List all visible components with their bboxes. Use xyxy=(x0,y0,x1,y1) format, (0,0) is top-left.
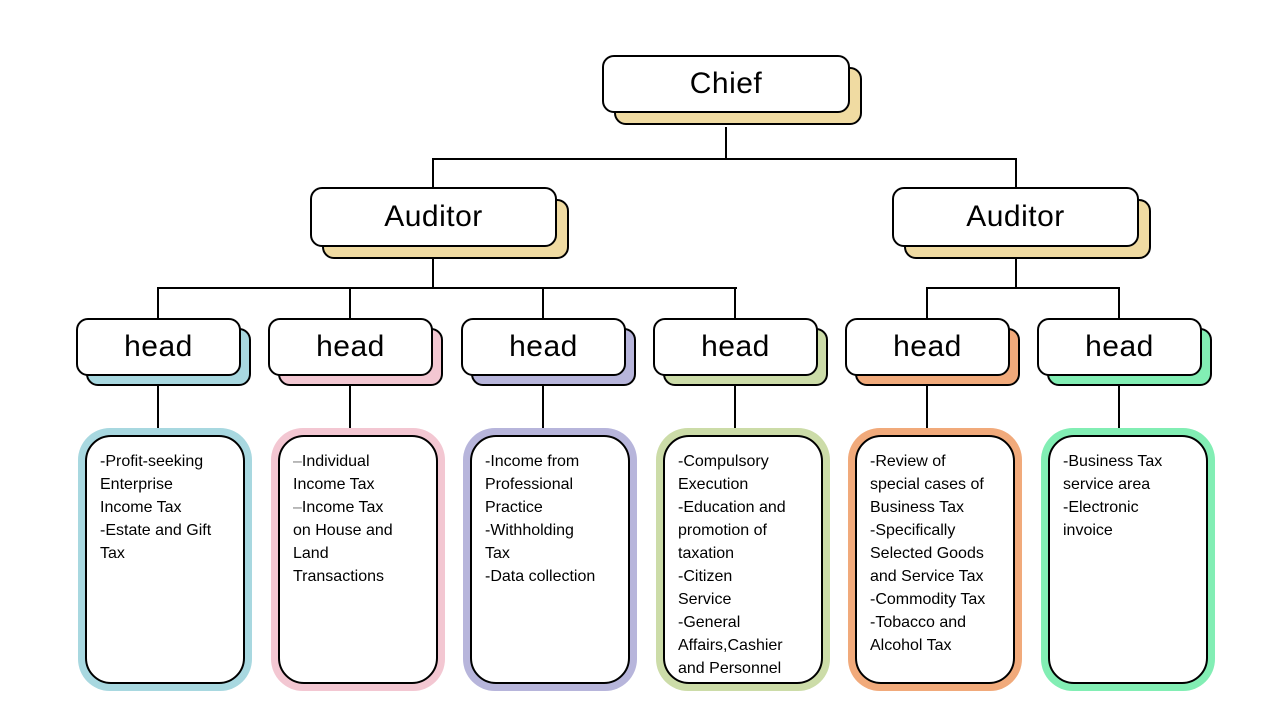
detail-box-6: -Business Tax service area -Electronic invo… xyxy=(1041,428,1215,691)
connector-head6-detail xyxy=(1118,386,1120,428)
detail-line: service area xyxy=(1063,476,1151,493)
connector-to-auditor-1 xyxy=(432,158,434,188)
connector-chief-down xyxy=(725,127,727,159)
detail-line: -Education and xyxy=(678,499,786,516)
node-head-2: head xyxy=(268,318,443,386)
connector-to-head-3 xyxy=(542,287,544,319)
detail-line: Professional xyxy=(485,476,574,493)
node-head-4-label: head xyxy=(653,318,818,376)
detail-line: Business Tax xyxy=(870,499,964,516)
detail-line: and Service Tax xyxy=(870,568,984,585)
detail-line: -Tobacco and xyxy=(870,614,967,631)
detail-box-5: -Review of special cases of Business Tax -S… xyxy=(848,428,1022,691)
detail-line: -Data collection xyxy=(485,568,596,585)
detail-line: Affairs,Cashier xyxy=(678,637,783,654)
connector-to-head-6 xyxy=(1118,287,1120,319)
detail-line: Service xyxy=(678,591,732,608)
connector-level1-horizontal xyxy=(432,158,1017,160)
detail-line: taxation xyxy=(678,545,735,562)
connector-head4-detail xyxy=(734,386,736,428)
detail-line: -Citizen xyxy=(678,568,733,585)
node-auditor-1: Auditor xyxy=(310,187,569,259)
detail-line: Enterprise xyxy=(100,476,173,493)
connector-left-group-horizontal xyxy=(157,287,737,289)
node-head-4: head xyxy=(653,318,828,386)
detail-line: -Withholding xyxy=(485,522,574,539)
detail-line: Income Tax xyxy=(293,476,375,493)
detail-line: -General xyxy=(678,614,741,631)
node-head-6-label: head xyxy=(1037,318,1202,376)
node-head-5-label: head xyxy=(845,318,1010,376)
node-auditor-2-label: Auditor xyxy=(892,187,1139,247)
detail-line: -Compulsory xyxy=(678,453,769,470)
connector-head2-detail xyxy=(349,386,351,428)
detail-line: -Commodity Tax xyxy=(870,591,986,608)
detail-line: Transactions xyxy=(293,568,384,585)
connector-to-head-1 xyxy=(157,287,159,319)
node-auditor-2: Auditor xyxy=(892,187,1151,259)
node-head-1: head xyxy=(76,318,251,386)
detail-line: –Income Tax xyxy=(293,499,384,516)
detail-lines: -Business Tax service area -Electronic invo… xyxy=(1048,435,1208,684)
detail-line: -Electronic xyxy=(1063,499,1139,516)
detail-line: Land xyxy=(293,545,329,562)
node-head-6: head xyxy=(1037,318,1212,386)
node-head-5: head xyxy=(845,318,1020,386)
node-head-1-label: head xyxy=(76,318,241,376)
detail-line: Income Tax xyxy=(100,499,182,516)
detail-line: on House and xyxy=(293,522,393,539)
connector-to-head-5 xyxy=(926,287,928,319)
connector-to-head-2 xyxy=(349,287,351,319)
muted-dash: – xyxy=(293,453,302,470)
detail-line: -Business Tax xyxy=(1063,453,1163,470)
detail-line: -Profit-seeking xyxy=(100,453,204,470)
detail-line: promotion of xyxy=(678,522,767,539)
connector-head1-detail xyxy=(157,386,159,428)
node-auditor-1-label: Auditor xyxy=(310,187,557,247)
detail-line: Alcohol Tax xyxy=(870,637,952,654)
connector-head5-detail xyxy=(926,386,928,428)
node-chief-label: Chief xyxy=(602,55,850,113)
detail-line: Selected Goods xyxy=(870,545,984,562)
node-head-2-label: head xyxy=(268,318,433,376)
detail-line: Practice xyxy=(485,499,543,516)
node-head-3: head xyxy=(461,318,636,386)
detail-line: -Estate and Gift xyxy=(100,522,212,539)
connector-right-group-horizontal xyxy=(926,287,1120,289)
detail-line: -Income from xyxy=(485,453,580,470)
node-head-3-label: head xyxy=(461,318,626,376)
connector-head3-detail xyxy=(542,386,544,428)
connector-to-auditor-2 xyxy=(1015,158,1017,188)
detail-line: special cases of xyxy=(870,476,984,493)
muted-dash: – xyxy=(293,499,302,516)
detail-line: Tax xyxy=(485,545,510,562)
node-chief: Chief xyxy=(602,55,862,125)
detail-line: -Review of xyxy=(870,453,946,470)
connector-to-head-4 xyxy=(734,287,736,319)
detail-line: Tax xyxy=(100,545,125,562)
detail-line: and Personnel xyxy=(678,660,782,677)
detail-line: Execution xyxy=(678,476,749,493)
connector-auditor2-down xyxy=(1015,259,1017,288)
detail-line: –Individual xyxy=(293,453,370,470)
detail-lines: -Review of special cases of Business Tax -S… xyxy=(855,435,1015,684)
connector-auditor1-down xyxy=(432,259,434,288)
detail-line: invoice xyxy=(1063,522,1113,539)
detail-line: -Specifically xyxy=(870,522,956,539)
